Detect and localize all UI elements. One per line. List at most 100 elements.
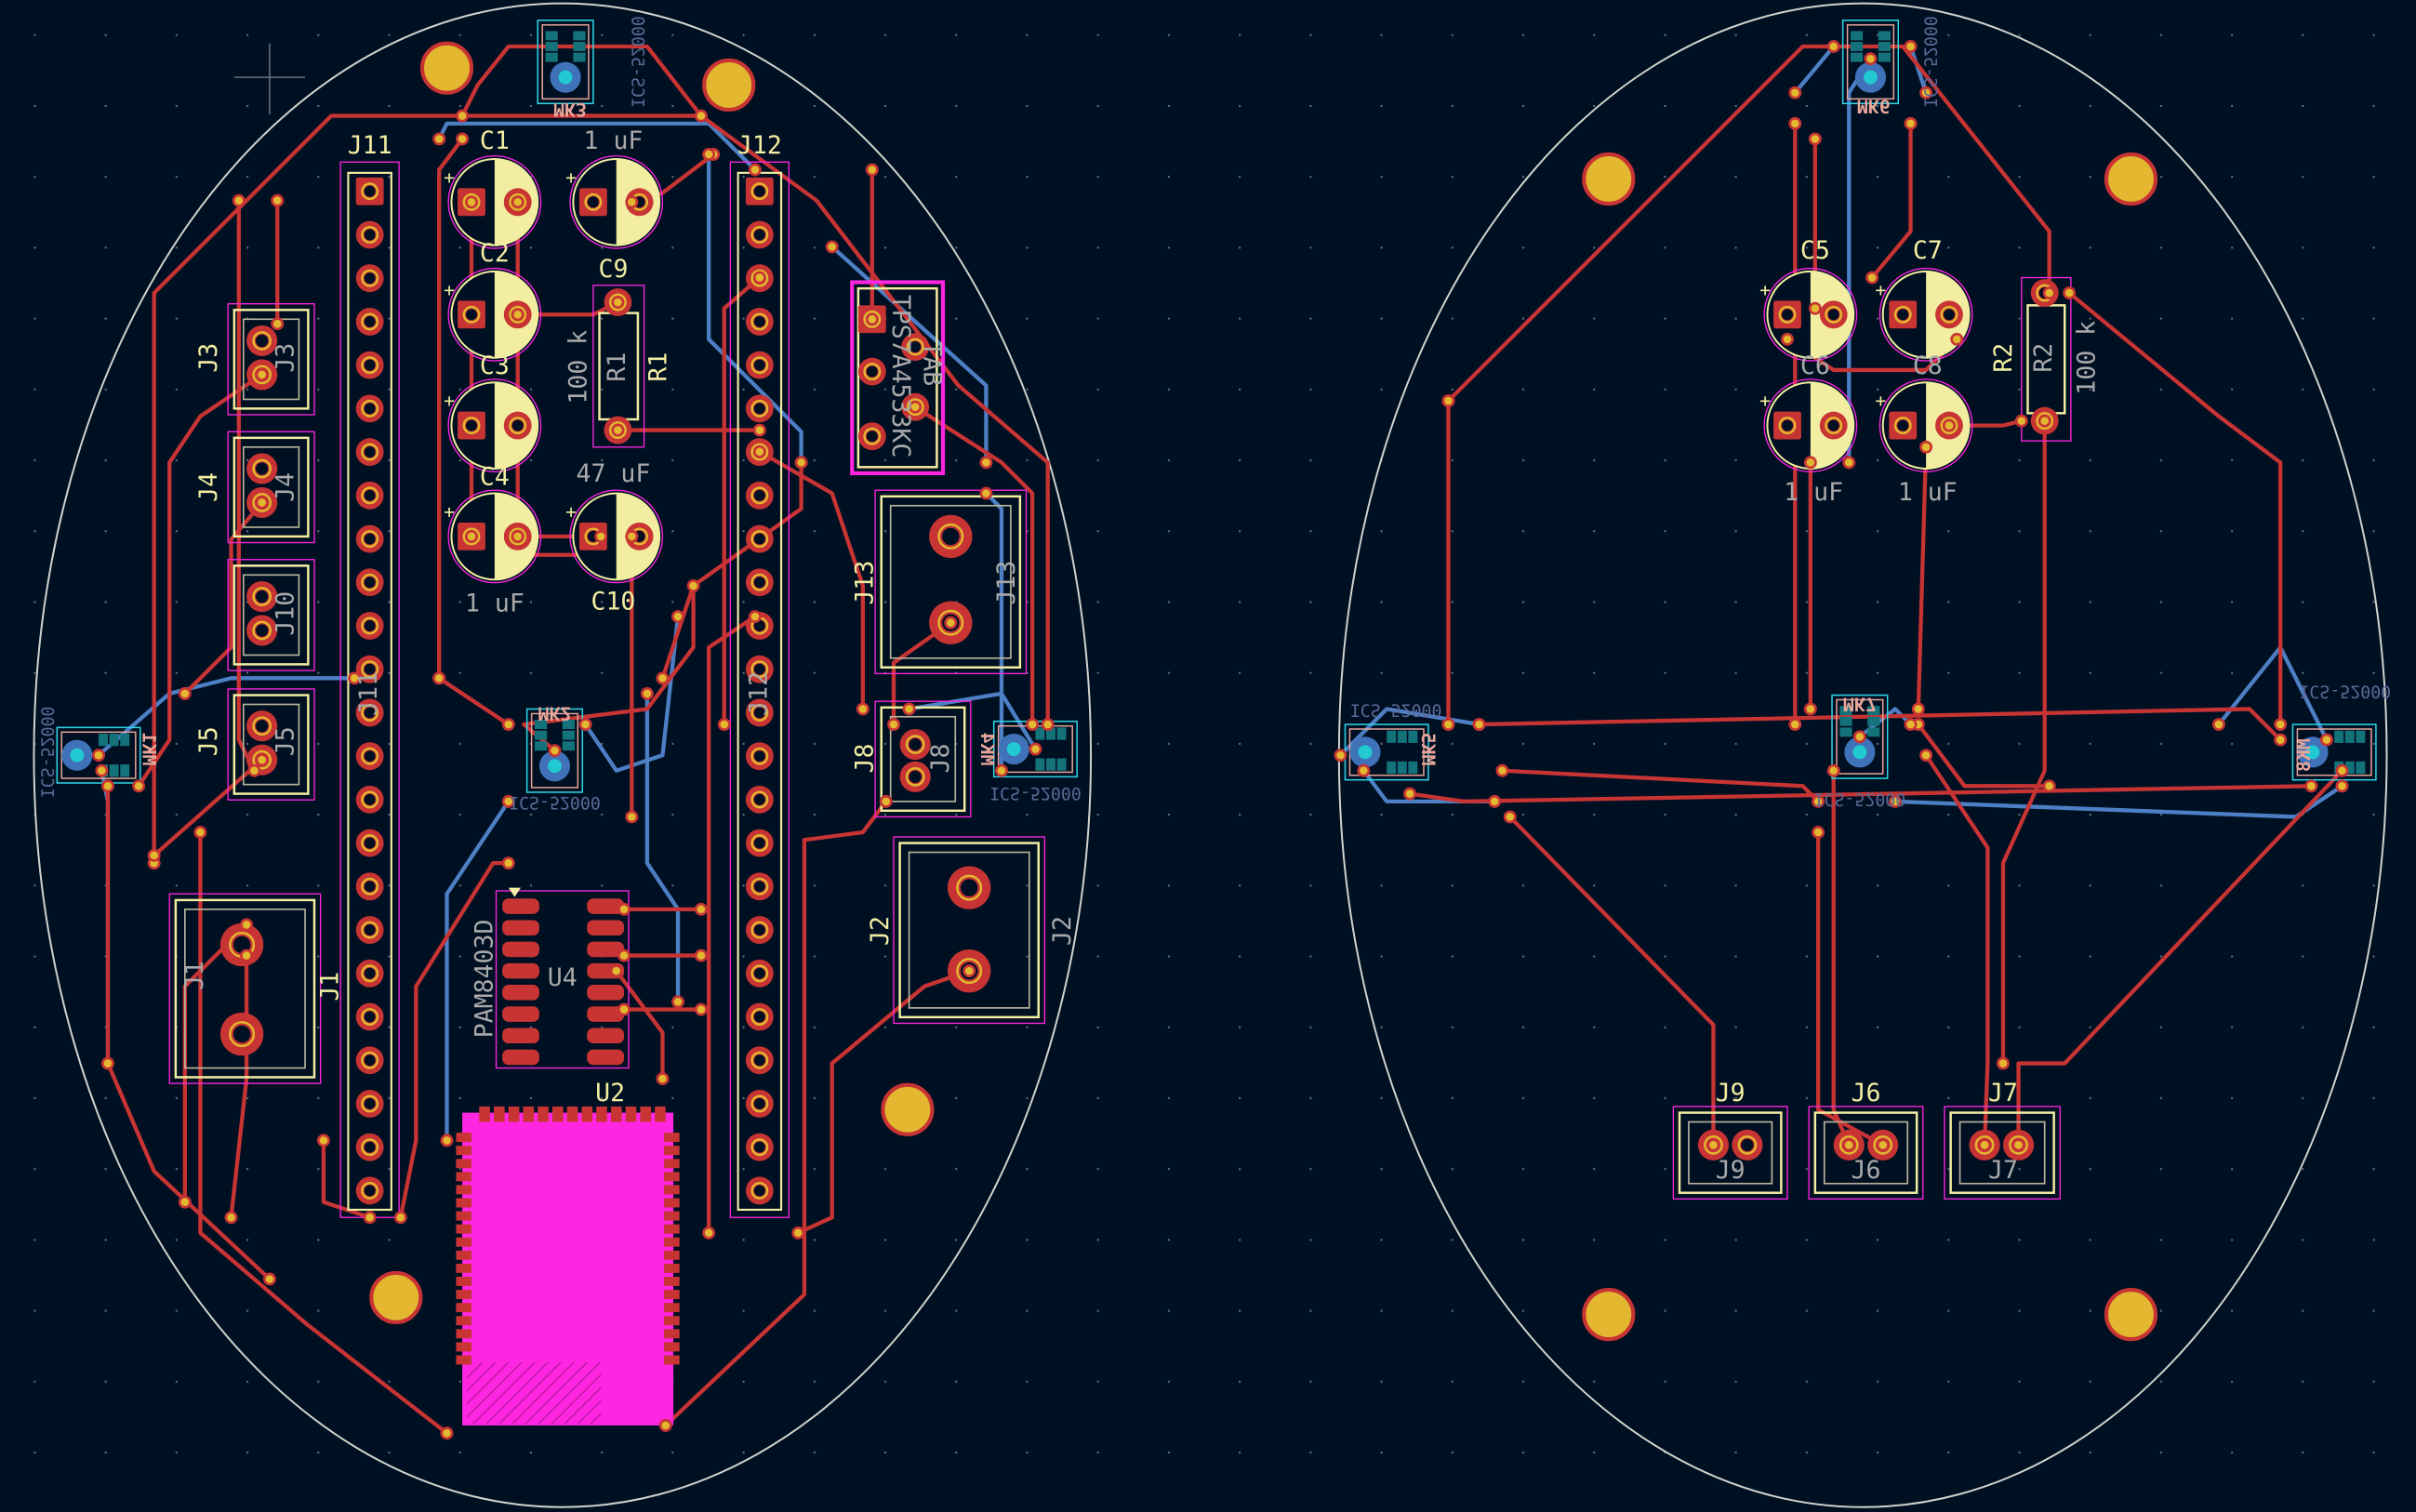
pad[interactable] — [502, 920, 539, 936]
microphone-mk7[interactable] — [1831, 694, 1889, 779]
mounting-hole[interactable] — [369, 1270, 423, 1324]
via[interactable] — [1919, 440, 1933, 454]
via[interactable] — [617, 948, 631, 962]
capacitor-c7[interactable]: + — [1875, 267, 1973, 362]
via[interactable] — [1488, 794, 1502, 808]
pad[interactable] — [502, 985, 539, 1001]
via[interactable] — [511, 529, 524, 543]
via[interactable] — [2063, 286, 2077, 300]
via[interactable] — [548, 744, 562, 758]
via[interactable] — [1950, 332, 1964, 346]
via[interactable] — [865, 312, 879, 326]
via[interactable] — [2211, 718, 2225, 731]
pad[interactable] — [502, 1028, 539, 1044]
front-copper-track[interactable] — [198, 829, 449, 1436]
via[interactable] — [247, 763, 261, 777]
via[interactable] — [1441, 394, 1455, 408]
via[interactable] — [825, 240, 839, 254]
via[interactable] — [1706, 1138, 1720, 1152]
via[interactable] — [363, 1211, 377, 1225]
via[interactable] — [101, 1056, 114, 1070]
via[interactable] — [2304, 779, 2318, 793]
front-copper-track[interactable] — [1916, 444, 1929, 711]
via[interactable] — [794, 456, 808, 470]
pad[interactable] — [502, 1049, 539, 1066]
pad[interactable] — [587, 985, 625, 1001]
via[interactable] — [2274, 718, 2288, 731]
via[interactable] — [694, 902, 708, 916]
via[interactable] — [1842, 1138, 1856, 1152]
microphone-mk3[interactable] — [537, 20, 594, 105]
via[interactable] — [393, 1211, 407, 1225]
pad[interactable] — [587, 941, 625, 958]
via[interactable] — [2042, 779, 2056, 793]
via[interactable] — [1495, 763, 1509, 777]
via[interactable] — [1026, 718, 1040, 731]
via[interactable] — [656, 1072, 670, 1086]
via[interactable] — [1978, 1138, 1992, 1152]
via[interactable] — [962, 964, 976, 978]
via[interactable] — [594, 529, 608, 543]
microphone-mk4[interactable] — [992, 720, 1078, 778]
via[interactable] — [1808, 132, 1822, 146]
via[interactable] — [1812, 794, 1825, 808]
capacitor-c9[interactable]: + — [565, 154, 664, 249]
mounting-hole[interactable] — [2104, 1288, 2158, 1342]
via[interactable] — [255, 496, 269, 510]
front-copper-track[interactable] — [136, 372, 264, 789]
via[interactable] — [316, 1134, 330, 1147]
via[interactable] — [671, 995, 684, 1009]
via[interactable] — [92, 749, 105, 763]
front-copper-track[interactable] — [1407, 784, 2314, 804]
via[interactable] — [132, 779, 146, 793]
via[interactable] — [1781, 332, 1794, 346]
capacitor-c10[interactable]: + — [565, 489, 664, 584]
via[interactable] — [147, 848, 161, 862]
via[interactable] — [1803, 456, 1817, 470]
front-copper-track[interactable] — [891, 620, 953, 727]
via[interactable] — [656, 671, 670, 685]
via[interactable] — [702, 148, 716, 161]
via[interactable] — [240, 918, 254, 932]
via[interactable] — [95, 763, 109, 777]
via[interactable] — [1876, 1138, 1890, 1152]
pad[interactable] — [587, 1049, 625, 1066]
via[interactable] — [617, 1002, 631, 1016]
via[interactable] — [1911, 702, 1925, 716]
via[interactable] — [2274, 733, 2288, 747]
front-copper-track[interactable] — [913, 405, 1035, 727]
via[interactable] — [1441, 718, 1455, 731]
via[interactable] — [625, 810, 639, 824]
via[interactable] — [255, 753, 269, 767]
front-copper-track[interactable] — [660, 460, 803, 681]
front-copper-track[interactable] — [1507, 815, 1716, 1147]
via[interactable] — [1852, 730, 1866, 744]
front-copper-track[interactable] — [722, 275, 762, 727]
via[interactable] — [694, 948, 708, 962]
microphone-mk2[interactable] — [525, 708, 584, 793]
via[interactable] — [1919, 749, 1933, 763]
via[interactable] — [1919, 86, 1933, 99]
via[interactable] — [752, 444, 766, 458]
front-copper-track[interactable] — [2067, 290, 2283, 727]
via[interactable] — [1812, 826, 1825, 839]
mounting-hole[interactable] — [2104, 152, 2158, 206]
pad[interactable] — [502, 898, 539, 914]
front-copper-track[interactable] — [707, 614, 758, 1235]
via[interactable] — [611, 296, 625, 310]
pad[interactable] — [587, 920, 625, 936]
front-copper-track[interactable] — [1446, 44, 2051, 404]
back-copper-track[interactable] — [984, 491, 1004, 773]
back-copper-track[interactable] — [437, 121, 758, 172]
mounting-hole[interactable] — [702, 58, 756, 113]
via[interactable] — [2038, 414, 2051, 428]
via[interactable] — [617, 902, 631, 916]
mounting-hole[interactable] — [1582, 152, 1636, 206]
via[interactable] — [752, 423, 766, 437]
via[interactable] — [501, 718, 515, 731]
via[interactable] — [1357, 763, 1371, 777]
pad[interactable] — [587, 1028, 625, 1044]
front-copper-track[interactable] — [105, 784, 272, 1281]
front-copper-track[interactable] — [1923, 753, 1990, 1147]
via[interactable] — [752, 271, 766, 285]
